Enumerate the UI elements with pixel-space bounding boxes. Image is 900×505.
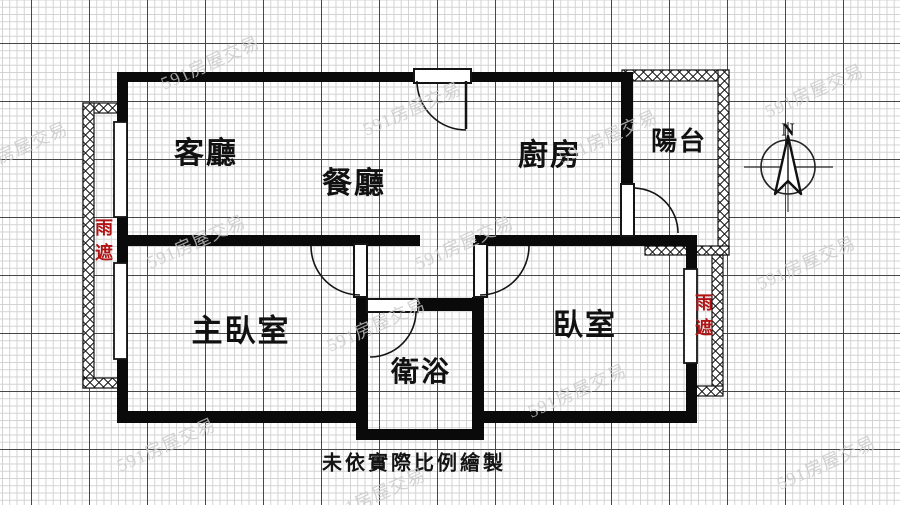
rain-shelter-left-label: 雨遮: [93, 218, 113, 268]
doors: [310, 68, 679, 358]
dining-room-label: 餐廳: [322, 167, 386, 200]
kitchen-label: 廚房: [518, 139, 582, 172]
scale-disclaimer-caption: 未依實際比例繪製: [322, 452, 506, 475]
window-left-upper: [113, 121, 128, 218]
entry-door: [413, 68, 472, 131]
compass-north-label: N: [781, 119, 795, 140]
window-left-lower: [113, 262, 128, 360]
compass-icon: [744, 122, 833, 212]
bedroom-label: 臥室: [553, 309, 617, 342]
balcony-label: 陽台: [650, 126, 708, 156]
balcony-edge-hatch: [621, 69, 730, 256]
walls: [117, 72, 697, 440]
balcony-door: [620, 183, 679, 237]
master-bedroom-door: [310, 243, 368, 298]
master-bedroom-label: 主臥室: [191, 313, 291, 349]
bedroom-door: [473, 243, 530, 298]
bathroom-label: 衛浴: [390, 356, 452, 387]
bathroom-door: [366, 298, 419, 358]
rain-shelter-hatch-right: [689, 254, 724, 397]
rain-shelter-right-label: 雨遮: [693, 293, 713, 343]
windows: [113, 121, 698, 364]
living-room-label: 客廳: [174, 137, 238, 170]
window-right: [683, 268, 698, 364]
